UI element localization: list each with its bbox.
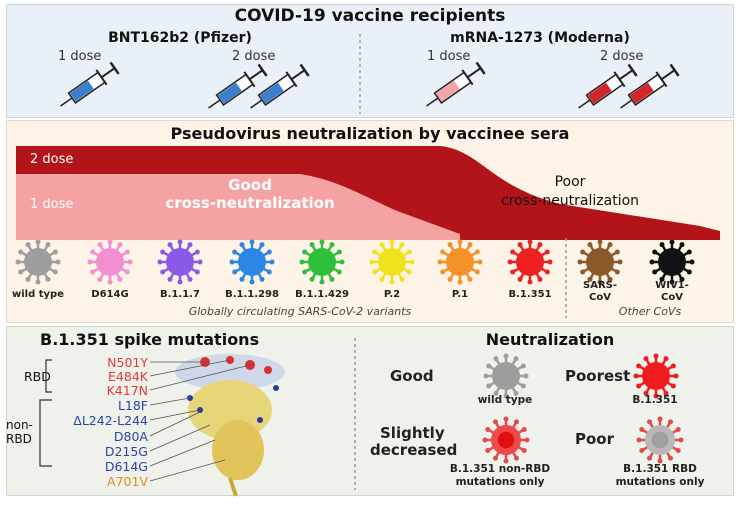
nonrbd-bracket xyxy=(39,399,52,467)
mutation-other-1: A701V xyxy=(107,474,148,489)
legend-poor-sub1: B.1.351 RBD xyxy=(623,463,697,475)
vaccine-recipients-panel xyxy=(6,4,734,118)
mutation-nonrbd-2: ΔL242-L244 xyxy=(73,413,148,428)
good-sublabel: cross-neutralization xyxy=(165,194,335,212)
mutation-nonrbd-3: D80A xyxy=(113,429,148,444)
nonrbd-group-label-2: RBD xyxy=(6,432,32,446)
legend-poorest-sub: B.1.351 xyxy=(632,394,678,406)
syringe-icon-pfizer-2a xyxy=(208,63,268,109)
vaccine-recipients-title: COVID-19 vaccine recipients xyxy=(234,6,506,26)
legend-slightly-sub1: B.1.351 non-RBD xyxy=(449,463,551,475)
moderna-label: mRNA-1273 (Moderna) xyxy=(450,30,630,46)
spike-protein-structure xyxy=(175,354,285,497)
legend-poor-sub2: mutations only xyxy=(615,476,705,488)
legend-good-sub: wild type xyxy=(477,394,533,406)
mutation-leader-lines xyxy=(149,359,251,482)
dose2-area-label: 2 dose xyxy=(30,152,74,167)
variant-label-6: P.2 xyxy=(383,289,401,300)
variant-label-9-line2: CoV xyxy=(589,292,611,303)
nonrbd-group-label: non- xyxy=(6,418,33,432)
pfizer-dose1-label: 1 dose xyxy=(58,49,102,64)
legend-poorest: Poorest xyxy=(565,367,631,385)
virus-icon-5 xyxy=(299,239,345,285)
variant-label-10-line2: CoV xyxy=(661,292,683,303)
virus-icon-2 xyxy=(87,239,133,285)
mutations-panel xyxy=(6,326,734,496)
virus-icon-8 xyxy=(507,239,553,285)
virus-icon-4 xyxy=(229,239,275,285)
syringe-icon-moderna-2a xyxy=(578,63,638,109)
syringe-icon-pfizer-2b xyxy=(250,63,310,109)
variant-label-4: B.1.1.298 xyxy=(225,289,279,300)
poor-sublabel: cross-neutralization xyxy=(500,193,640,209)
mutation-nonrbd-4: D215G xyxy=(104,444,148,459)
virus-icon-1 xyxy=(15,239,61,285)
syringe-icon-pfizer-1 xyxy=(60,61,120,107)
virus-icon-wild-type xyxy=(483,353,529,399)
legend-poor: Poor xyxy=(575,430,615,448)
legend-slightly: Slightly xyxy=(380,424,445,442)
variant-label-10: WIV1- xyxy=(655,280,689,291)
variant-label-3: B.1.1.7 xyxy=(160,289,200,300)
dose1-area-label: 1 dose xyxy=(30,197,74,212)
dose1-area xyxy=(16,174,460,240)
neutralization-title: Pseudovirus neutralization by vaccinee s… xyxy=(170,124,570,143)
rbd-group-label: RBD xyxy=(24,369,51,384)
legend-good: Good xyxy=(390,367,434,385)
virus-icon-6 xyxy=(369,239,415,285)
rbd-bracket xyxy=(45,359,52,393)
legend-slightly-sub2: mutations only xyxy=(455,476,545,488)
variant-label-9: SARS- xyxy=(583,280,617,291)
mutation-rbd-1: N501Y xyxy=(107,355,148,370)
virus-icon-nonrbd xyxy=(482,416,530,464)
good-label: Good xyxy=(228,176,272,194)
mutation-rbd-3: K417N xyxy=(106,383,148,398)
sarscov2-group-label: Globally circulating SARS-CoV-2 variants xyxy=(188,305,412,318)
mutation-nonrbd-5: D614G xyxy=(104,459,148,474)
virus-icon-9 xyxy=(577,239,623,285)
variant-label-8: B.1.351 xyxy=(508,289,552,300)
virus-icon-3 xyxy=(157,239,203,285)
mutation-nonrbd-1: L18F xyxy=(117,398,148,413)
mutations-title: B.1.351 spike mutations xyxy=(40,330,260,349)
other-covs-label: Other CoVs xyxy=(618,305,682,318)
legend-decreased: decreased xyxy=(370,441,458,459)
virus-icon-10 xyxy=(649,239,695,285)
syringe-layer xyxy=(60,34,680,114)
variant-label-7: P.1 xyxy=(451,289,469,300)
moderna-dose1-label: 1 dose xyxy=(427,49,471,64)
mutation-rbd-2: E484K xyxy=(108,369,148,384)
virus-icon-rbd xyxy=(636,416,684,464)
syringe-icon-moderna-2b xyxy=(620,63,680,109)
poor-label: Poor xyxy=(554,174,586,190)
variant-label-1: wild type xyxy=(12,289,64,300)
pfizer-dose2-label: 2 dose xyxy=(232,49,276,64)
virus-icon-7 xyxy=(437,239,483,285)
variant-label-2: D614G xyxy=(91,289,129,300)
moderna-dose2-label: 2 dose xyxy=(600,49,644,64)
syringe-icon-moderna-1 xyxy=(426,61,486,107)
variant-label-5: B.1.1.429 xyxy=(295,289,349,300)
neutralization-legend-title: Neutralization xyxy=(485,330,615,349)
neutralization-area-chart xyxy=(15,146,720,318)
pfizer-label: BNT162b2 (Pfizer) xyxy=(108,30,252,46)
virus-icon-b1351 xyxy=(633,353,679,399)
